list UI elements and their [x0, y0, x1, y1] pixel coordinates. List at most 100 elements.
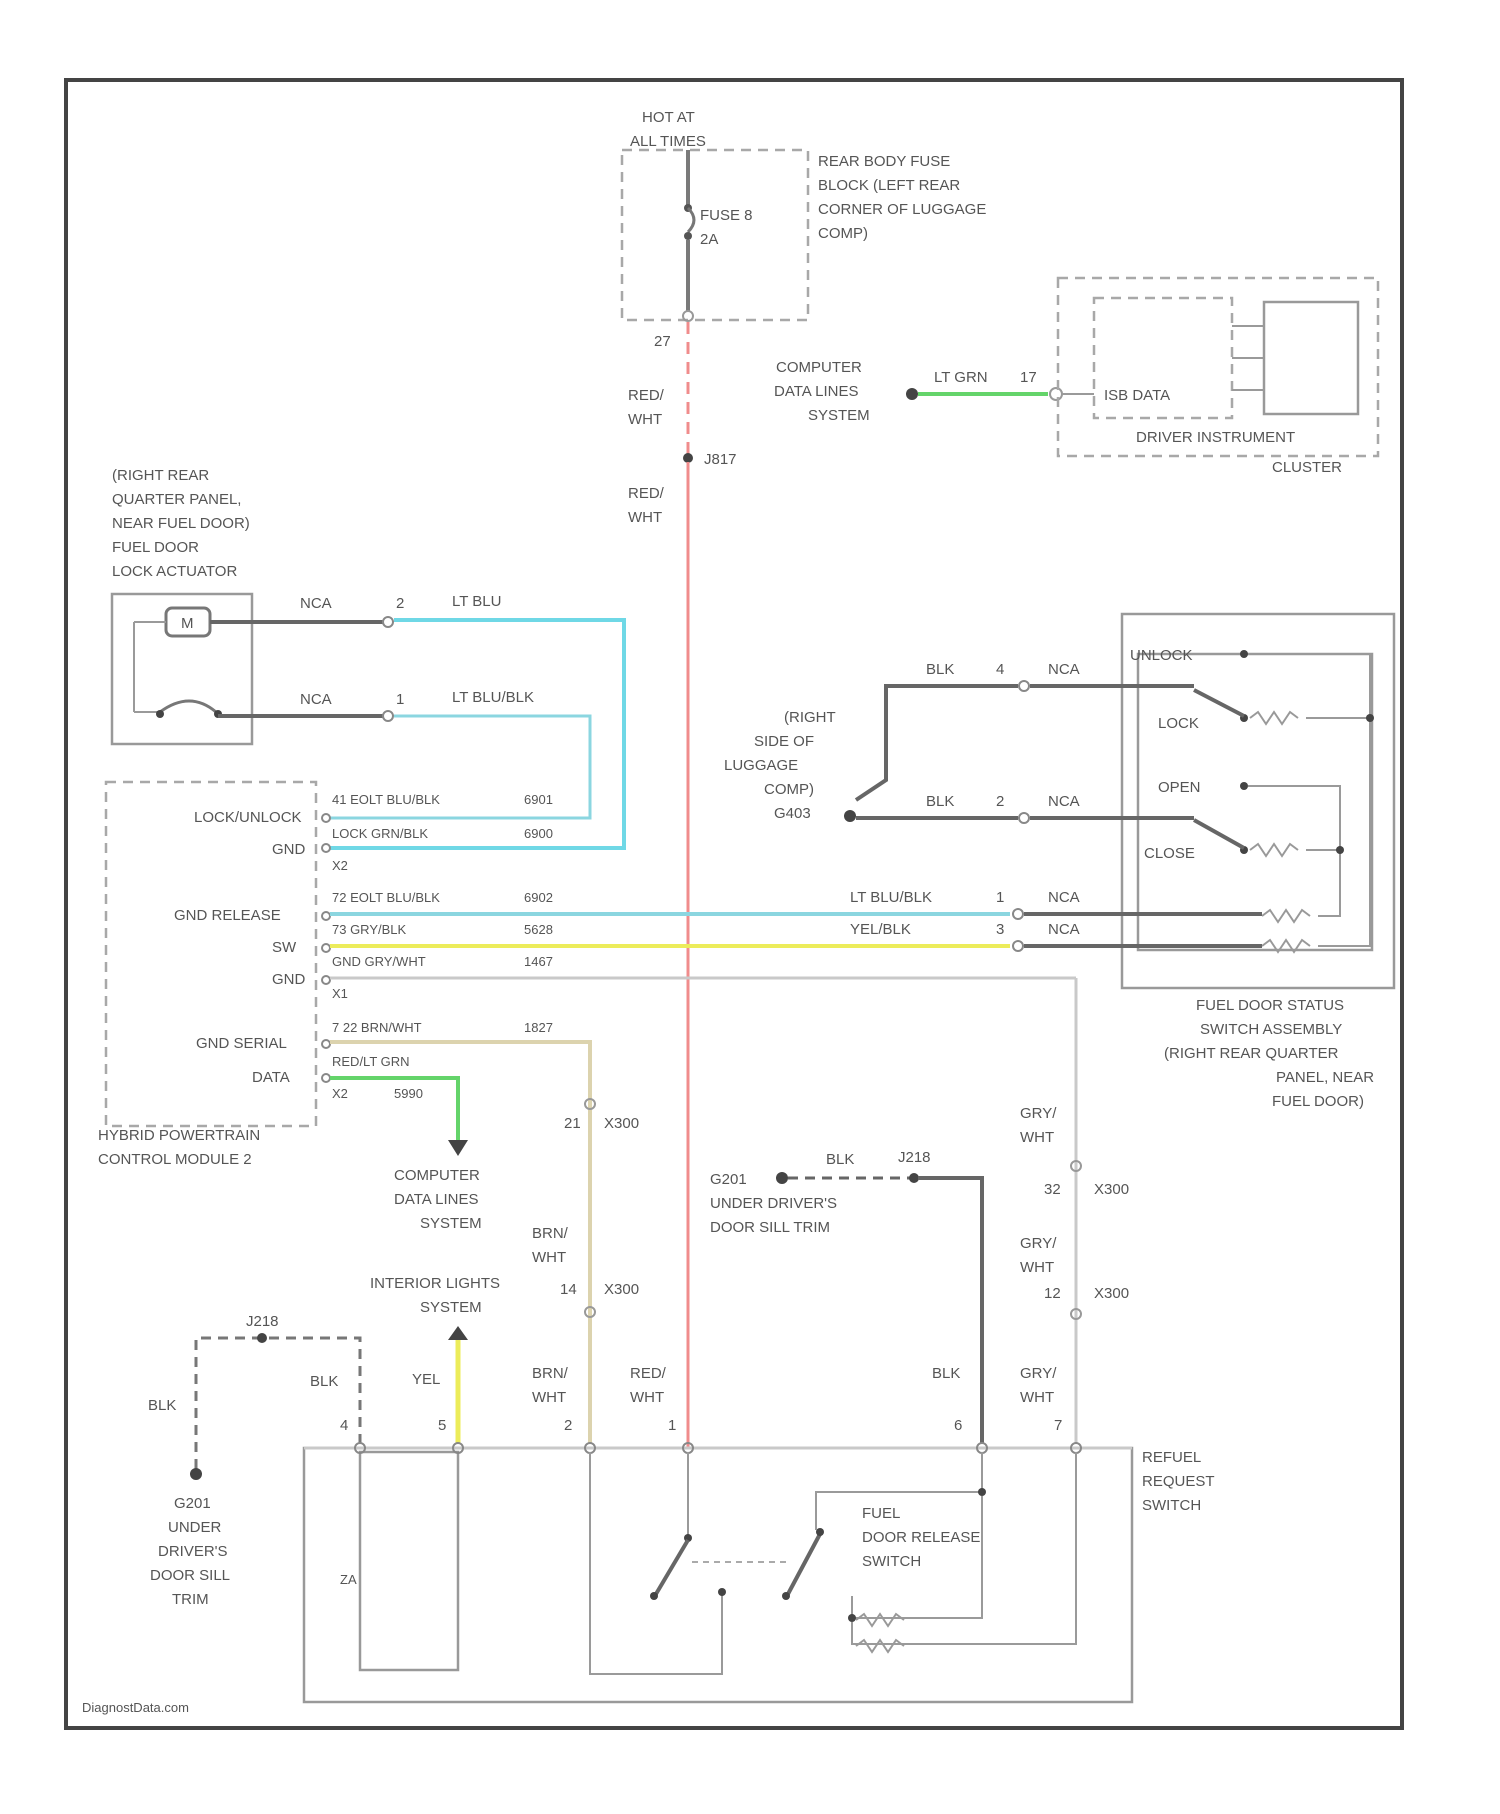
cluster-title-1: DRIVER INSTRUMENT	[1136, 429, 1295, 446]
conn-pin-21: 21	[564, 1115, 581, 1132]
interior-lights-2: SYSTEM	[420, 1299, 482, 1316]
cluster-wire-color: LT GRN	[934, 369, 988, 386]
conn-pin-12: 12	[1044, 1285, 1061, 1302]
pcm-label-lock-unlock: LOCK/UNLOCK	[194, 809, 302, 826]
cluster-cds-1: COMPUTER	[776, 359, 862, 376]
refuel-switch-dot-2	[650, 1592, 658, 1600]
pcm-label-gnd-serial: GND SERIAL	[196, 1035, 287, 1052]
status-node-1	[1366, 714, 1374, 722]
g201-ground-dot	[776, 1172, 788, 1184]
pcm-cds-2: DATA LINES	[394, 1191, 478, 1208]
pcm-label-sw: SW	[272, 939, 297, 956]
pcm-pin-row-0: 41 EOLT BLU/BLK	[332, 792, 440, 807]
status-title-3: (RIGHT REAR QUARTER	[1164, 1045, 1339, 1062]
gry-wht-2a: GRY/	[1020, 1235, 1057, 1252]
wire-label-red-b1: RED/	[628, 485, 665, 502]
fuse-block: HOT AT ALL TIMES FUSE 8 2A REAR BODY FUS…	[622, 109, 986, 320]
lt-blu-wire	[330, 620, 624, 848]
refuel-inner-mark: ZA	[340, 1572, 357, 1587]
actuator-w2-pin: 1	[396, 691, 404, 708]
refuel-switch-dot-5	[782, 1592, 790, 1600]
refuel-wire-brn-2: WHT	[532, 1389, 566, 1406]
status-ground-3: LUGGAGE	[724, 757, 798, 774]
refuel-switch-lever-1	[656, 1540, 688, 1594]
cluster-cds-2: DATA LINES	[774, 383, 858, 400]
conn-pin-32: 32	[1044, 1181, 1061, 1198]
hot-label-2: ALL TIMES	[630, 133, 706, 150]
left-ground-2: UNDER	[168, 1519, 222, 1536]
cluster-cds-3: SYSTEM	[808, 407, 870, 424]
conn-pin-14: 14	[560, 1281, 577, 1298]
hot-label-1: HOT AT	[642, 109, 695, 126]
status-internal-2	[1248, 786, 1340, 850]
status-pin-2: 2	[996, 793, 1004, 810]
refuel-wire-gry-2: WHT	[1020, 1389, 1054, 1406]
refuel-request-switch: ZA J218 BLK BLK G201 UNDER DRIVER'S DOOR…	[148, 1313, 1215, 1702]
status-blk-1: BLK	[926, 661, 954, 678]
status-resistor-2	[1250, 844, 1298, 856]
pcm-pin-row-7: 7 22 BRN/WHT	[332, 1020, 422, 1035]
pcm-label-gnd-release: GND RELEASE	[174, 907, 281, 924]
pcm-pin-row-9: X2	[332, 1086, 348, 1101]
interior-lights-1: INTERIOR LIGHTS	[370, 1275, 500, 1292]
pcm-pin-row-1: LOCK GRN/BLK	[332, 826, 428, 841]
actuator-w1-color: LT BLU	[452, 593, 501, 610]
status-open: OPEN	[1158, 779, 1201, 796]
refuel-wire-gry-1: GRY/	[1020, 1365, 1057, 1382]
pcm-circuit-row-3: 6902	[524, 890, 553, 905]
left-ground-5: TRIM	[172, 1591, 209, 1608]
pcm-circuit-row-1: 6900	[524, 826, 553, 841]
lock-actuator: (RIGHT REAR QUARTER PANEL, NEAR FUEL DOO…	[112, 467, 624, 848]
actuator-title-2: QUARTER PANEL,	[112, 491, 241, 508]
status-conn-4	[1019, 681, 1029, 691]
fuse-rating: 2A	[700, 231, 718, 248]
refuel-node-blk	[978, 1488, 986, 1496]
left-blk-a: BLK	[310, 1373, 338, 1390]
pcm-pin-row-5: GND GRY/WHT	[332, 954, 426, 969]
refuel-internal-gry	[852, 1452, 1076, 1644]
status-title-2: SWITCH ASSEMBLY	[1200, 1021, 1342, 1038]
left-ground-3: DRIVER'S	[158, 1543, 228, 1560]
cluster-isb-data: ISB DATA	[1104, 387, 1170, 404]
actuator-title-3: NEAR FUEL DOOR)	[112, 515, 250, 532]
status-resistor-1	[1250, 712, 1298, 724]
refuel-resistor-1	[856, 1614, 904, 1626]
fuel-door-status-switch: UNLOCK LOCK OPEN CLOSE BLK 4 NCA BLK 2 N…	[724, 614, 1394, 1110]
refuel-wire-red-1: RED/	[630, 1365, 667, 1382]
status-unlock: UNLOCK	[1130, 647, 1193, 664]
refuel-wire-brn-1: BRN/	[532, 1365, 569, 1382]
status-wb-color: YEL/BLK	[850, 921, 911, 938]
fuse-name: FUSE 8	[700, 207, 753, 224]
fuse-block-label-1: REAR BODY FUSE	[818, 153, 950, 170]
pcm-pin-4	[322, 944, 330, 952]
status-wa-pin: 1	[996, 889, 1004, 906]
pcm-label-gnd-1: GND	[272, 841, 306, 858]
pcm-label-gnd-2: GND	[272, 971, 306, 988]
refuel-switch-lever-2	[788, 1534, 820, 1594]
wire-label-red-a1: RED/	[628, 387, 665, 404]
g201-desc-1: UNDER DRIVER'S	[710, 1195, 837, 1212]
fuse-block-label-3: CORNER OF LUGGAGE	[818, 201, 986, 218]
pcm-title-1: HYBRID POWERTRAIN	[98, 1127, 260, 1144]
refuel-switch-dot-3	[718, 1588, 726, 1596]
splice-j817	[683, 453, 693, 463]
actuator-w1-conn: NCA	[300, 595, 332, 612]
status-conn-1	[1013, 909, 1023, 919]
cluster-connector	[1050, 388, 1062, 400]
refuel-resistor-2	[856, 1640, 904, 1652]
status-internal-3	[1318, 850, 1340, 916]
brn-wht-label-1: BRN/	[532, 1225, 569, 1242]
status-conn-2	[1019, 813, 1029, 823]
status-resistor-3	[1262, 910, 1310, 922]
pcm-cds-arrow	[448, 1140, 468, 1156]
cluster-pin: 17	[1020, 369, 1037, 386]
gry-wht-2b: WHT	[1020, 1259, 1054, 1276]
pcm-title-2: CONTROL MODULE 2	[98, 1151, 252, 1168]
refuel-internal-brn	[590, 1452, 722, 1674]
actuator-title-1: (RIGHT REAR	[112, 467, 209, 484]
blk-ground-wire	[918, 1178, 982, 1444]
pcm-cds-1: COMPUTER	[394, 1167, 480, 1184]
status-lock: LOCK	[1158, 715, 1199, 732]
actuator-w1-pin: 2	[396, 595, 404, 612]
